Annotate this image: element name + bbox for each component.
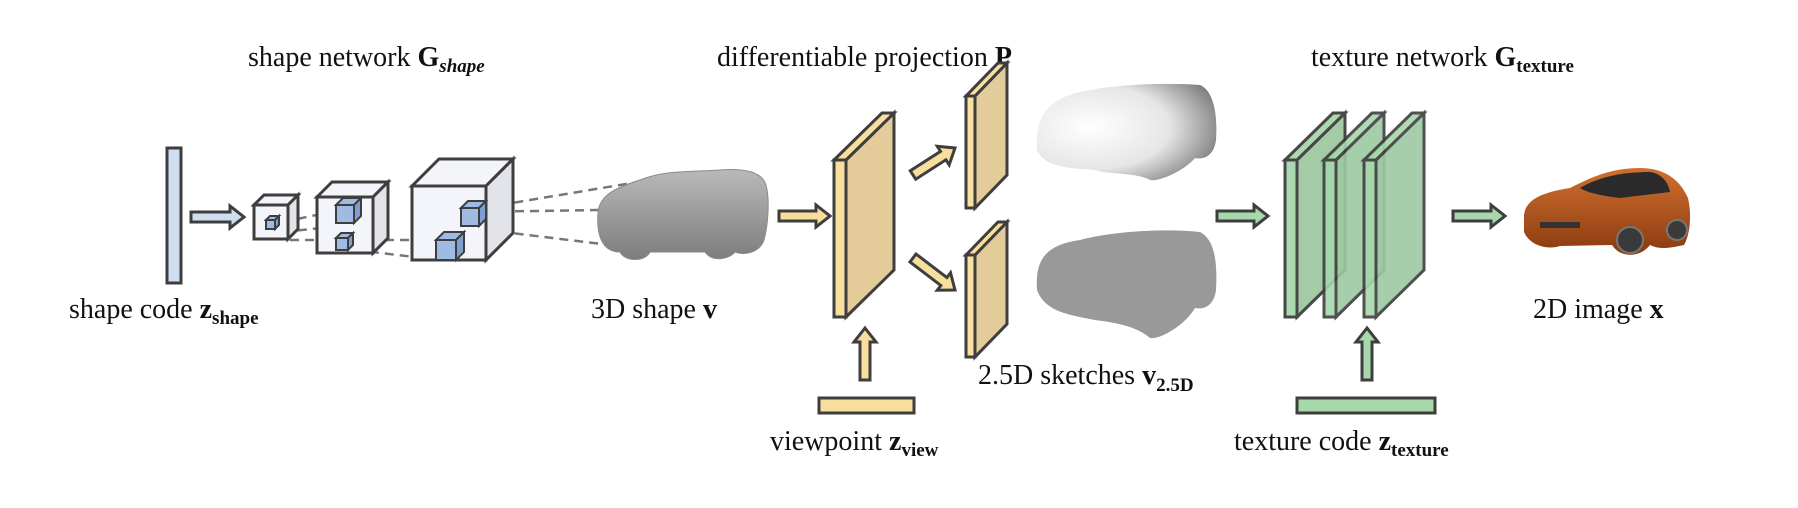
texture-code-arrow	[1352, 325, 1382, 382]
shape-code-arrow	[189, 202, 247, 232]
projection-plane-large	[830, 109, 898, 321]
voxel-cube	[333, 195, 364, 226]
shape-cube-medium-side	[371, 178, 390, 257]
projection-input-arrow	[777, 201, 833, 231]
projection-plane-large-edge	[832, 158, 848, 319]
sketch-plane-silhouette-edge	[964, 253, 977, 359]
texture-code-bar	[1295, 396, 1437, 415]
output-car-image	[1524, 168, 1691, 255]
voxel-cube	[333, 230, 356, 253]
sketches-label: 2.5D sketches v2.5D	[978, 360, 1194, 396]
voxel-cube-front	[460, 207, 480, 227]
shape-code-bar	[165, 146, 183, 285]
projection-title: differentiable projection P	[717, 42, 1012, 73]
projection-arrow-up	[908, 144, 958, 182]
sketch-plane-depth-edge	[964, 94, 977, 210]
car-wheel	[1616, 226, 1644, 254]
sketch-plane-silhouette	[962, 218, 1011, 361]
texture-plane-edge	[1362, 158, 1378, 319]
voxel-cube	[433, 229, 467, 263]
texture-plane-edge	[1322, 158, 1338, 319]
shape-3d-car	[597, 169, 769, 260]
voxel-cube	[263, 213, 282, 232]
texture-output-arrow	[1451, 201, 1508, 231]
viewpoint-arrow	[850, 325, 880, 382]
voxel-cube-front	[435, 239, 457, 261]
depth-sketch-image	[1036, 83, 1217, 181]
projection-arrow-down	[907, 251, 957, 292]
voxel-cube-front	[335, 237, 349, 251]
car-wheel	[1666, 219, 1688, 241]
shape-code-label: shape code zshape	[69, 294, 259, 329]
car-grille	[1540, 222, 1580, 228]
silhouette-sketch-image	[1036, 230, 1217, 339]
shape-network-title: shape network Gshape	[248, 42, 485, 77]
voxel-cube-front	[265, 219, 276, 230]
texture-plane	[1360, 109, 1428, 321]
image-2d-label: 2D image x	[1533, 294, 1664, 325]
voxel-cube-front	[335, 204, 355, 224]
texture-network-title: texture network Gtexture	[1311, 42, 1574, 77]
viewpoint-label: viewpoint zview	[770, 426, 939, 461]
viewpoint-code-bar	[817, 396, 916, 415]
texture-input-arrow	[1215, 201, 1271, 231]
sketch-plane-depth	[962, 59, 1011, 212]
voxel-cube	[458, 198, 489, 229]
shape-3d-label: 3D shape v	[591, 294, 717, 325]
car-windshield	[1580, 172, 1670, 198]
texture-plane-edge	[1283, 158, 1299, 319]
texture-code-label: texture code ztexture	[1234, 426, 1449, 461]
